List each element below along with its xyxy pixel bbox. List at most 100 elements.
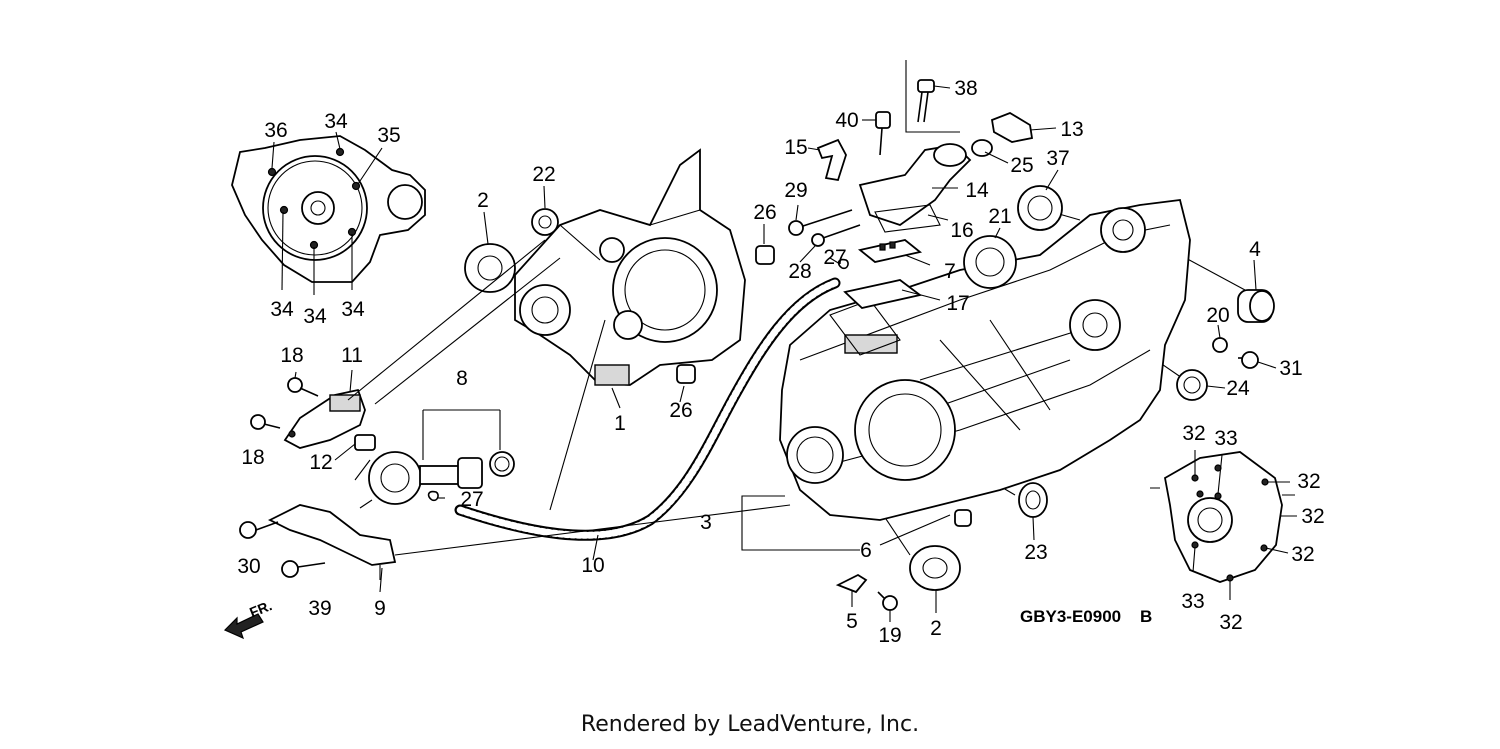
- callout-33: 33: [1214, 427, 1237, 450]
- callout-10: 10: [581, 554, 604, 577]
- dowel-pin-26-lower: [676, 364, 696, 384]
- callout-19: 19: [878, 624, 901, 647]
- oil-seal-23: [1018, 482, 1048, 518]
- callout-20: 20: [1206, 304, 1229, 327]
- callout-25: 25: [1010, 154, 1033, 177]
- callout-32: 32: [1291, 543, 1314, 566]
- callout-1: 1: [614, 412, 626, 435]
- oil-pump-8: [354, 451, 515, 509]
- clamp-15: [816, 138, 847, 182]
- callout-23: 23: [1024, 541, 1047, 564]
- oil-seal-24: [1176, 369, 1208, 401]
- bearing-22: [531, 208, 559, 236]
- callout-30: 30: [237, 555, 260, 578]
- callout-leader-lines: [294, 85, 1277, 622]
- callout-18: 18: [241, 446, 264, 469]
- bolt-39: [281, 560, 326, 578]
- callout-40: 40: [835, 109, 858, 132]
- oil-pump-bracket-leader: [422, 409, 501, 460]
- diagram-code: GBY3-E0900: [1020, 607, 1121, 626]
- callout-28: 28: [788, 260, 811, 283]
- callout-34: 34: [303, 305, 327, 328]
- bracket-5: [835, 573, 868, 594]
- callout-36: 36: [264, 119, 287, 142]
- callout-31: 31: [1279, 357, 1302, 380]
- bolt-38: [905, 60, 960, 133]
- callout-3: 3: [700, 511, 712, 534]
- callout-34: 34: [270, 298, 294, 321]
- bolt-28: [811, 224, 861, 247]
- bearing-37: [1017, 185, 1063, 231]
- callout-8: 8: [456, 367, 468, 390]
- bearing-2-lower: [909, 545, 961, 591]
- callout-35: 35: [377, 124, 400, 147]
- callout-39: 39: [308, 597, 331, 620]
- callout-6: 6: [860, 539, 872, 562]
- bearing-21: [963, 235, 1017, 289]
- intake-leader-lines: [901, 187, 958, 301]
- right-side-cover: [1150, 451, 1295, 583]
- bolt-30: [239, 521, 279, 539]
- callout-32: 32: [1182, 422, 1205, 445]
- bolt-29: [788, 209, 853, 236]
- chain-guide-9: [267, 504, 397, 580]
- callout-27: 27: [823, 246, 846, 269]
- oil-pump-bracket-11: [283, 388, 366, 449]
- bearing-2-upper: [464, 243, 516, 293]
- callout-13: 13: [1060, 118, 1083, 141]
- callout-9: 9: [374, 597, 386, 620]
- callout-34: 34: [341, 298, 365, 321]
- callout-33: 33: [1181, 590, 1204, 613]
- callout-4: 4: [1249, 238, 1261, 261]
- left-crankcase-cover: [231, 135, 426, 283]
- bearing-4: [1237, 289, 1275, 323]
- callout-5: 5: [846, 610, 858, 633]
- callout-7: 7: [944, 260, 956, 283]
- left-cover-leader-lines: [271, 131, 383, 295]
- callout-37: 37: [1046, 147, 1069, 170]
- oil-pump-seal-12: [354, 434, 376, 451]
- callout-26: 26: [753, 201, 776, 224]
- o-ring-25: [971, 139, 993, 157]
- callout-26: 26: [669, 399, 692, 422]
- callout-14: 14: [965, 179, 989, 202]
- callout-12: 12: [309, 451, 332, 474]
- callout-21: 21: [988, 205, 1011, 228]
- callout-22: 22: [532, 163, 555, 186]
- gasket-16: [874, 204, 941, 233]
- dowel-pin-26-upper: [755, 245, 775, 265]
- callout-labels: 36 34 35 34 34 34 2 22 1 26 8 18 11 12 1…: [237, 77, 1324, 647]
- callout-27: 27: [460, 488, 483, 511]
- callout-17: 17: [946, 292, 969, 315]
- intake-manifold-14: [858, 143, 972, 226]
- front-direction-arrow: [223, 613, 264, 640]
- callout-32: 32: [1301, 505, 1324, 528]
- oil-hose-10: [454, 277, 841, 541]
- footer-credit: Rendered by LeadVenture, Inc.: [580, 712, 920, 737]
- bolt-18-upper: [287, 377, 319, 397]
- callout-15: 15: [784, 136, 807, 159]
- right-cover-leader-lines: [1192, 450, 1297, 600]
- right-crankcase-half: [779, 199, 1191, 521]
- dowel-pin-6: [954, 509, 972, 527]
- callout-18: 18: [280, 344, 303, 367]
- clip-27-left: [427, 490, 439, 502]
- clip-27-right: [837, 258, 849, 270]
- callout-11: 11: [341, 344, 363, 367]
- insulator-13: [990, 112, 1034, 143]
- diagram-code-suffix: B: [1140, 607, 1152, 626]
- bolt-31: [1238, 351, 1259, 369]
- callout-29: 29: [784, 179, 807, 202]
- washer-20: [1212, 337, 1228, 353]
- callout-32: 32: [1297, 470, 1320, 493]
- callout-16: 16: [950, 219, 973, 242]
- bolt-40: [875, 111, 891, 156]
- bolt-19: [877, 591, 898, 611]
- callout-34: 34: [324, 110, 348, 133]
- callout-32: 32: [1219, 611, 1242, 634]
- callout-2: 2: [930, 617, 942, 640]
- callout-24: 24: [1226, 377, 1250, 400]
- front-direction-label: FR.: [247, 597, 274, 620]
- left-crankcase-half: [514, 148, 746, 386]
